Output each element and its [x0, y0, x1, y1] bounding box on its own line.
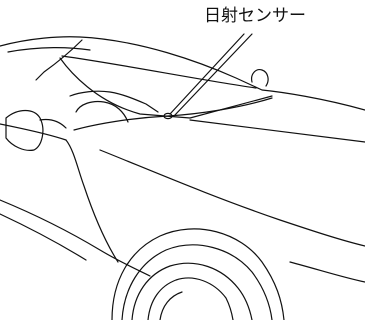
- callout-leader-1: [169, 33, 245, 115]
- callout-leader-2: [173, 33, 253, 117]
- tire-outer: [131, 262, 253, 320]
- windshield-top-frame: [61, 55, 257, 89]
- steering-area: [75, 100, 129, 123]
- dashboard-cowl: [69, 90, 159, 113]
- a-pillar: [35, 39, 83, 81]
- roof-inner-edge: [7, 47, 91, 53]
- body-crease: [0, 199, 151, 277]
- door-top-line: [0, 123, 67, 141]
- tire-sidewall: [159, 291, 183, 320]
- roof-outline: [0, 36, 365, 111]
- tire-inner: [147, 277, 234, 320]
- far-mirror: [251, 69, 269, 87]
- beltline: [65, 139, 119, 263]
- dashboard-lower: [73, 97, 273, 131]
- near-mirror: [5, 109, 44, 151]
- hood-edge: [189, 119, 365, 143]
- body-crease-lower: [0, 213, 87, 261]
- sun-sensor-marker: [163, 112, 173, 120]
- wheel-arch-outer: [111, 228, 285, 320]
- windshield-lower-edge: [59, 57, 273, 119]
- front-bumper: [289, 261, 365, 283]
- near-mirror-base: [39, 118, 67, 129]
- hood-center-line: [99, 149, 365, 247]
- wheel-arch-inner: [121, 244, 273, 320]
- sun-sensor-label: 日射センサー: [204, 6, 306, 26]
